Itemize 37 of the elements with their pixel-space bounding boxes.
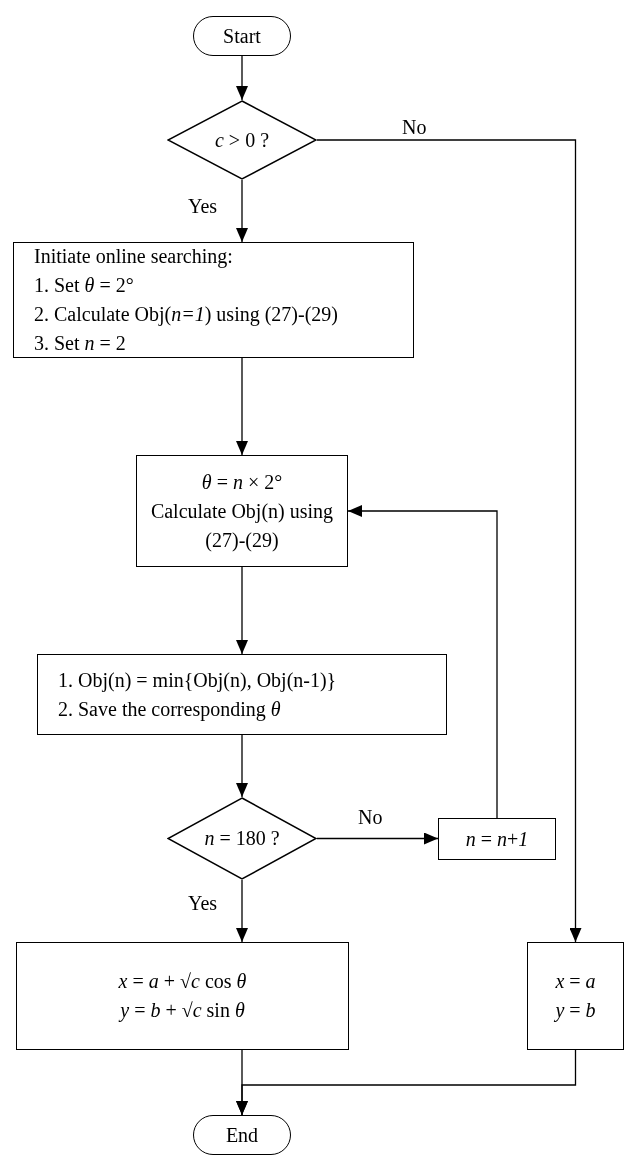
arrow [316, 832, 439, 845]
process-box [136, 455, 348, 567]
step-text: y = b [555, 998, 596, 1024]
process-box [438, 818, 556, 860]
arrow [236, 734, 248, 798]
process-box [16, 942, 349, 1050]
arrow [236, 1049, 577, 1116]
process-box [13, 242, 414, 358]
step-text: 2. Save the corresponding θ [58, 696, 281, 723]
step-text: End [225, 1122, 259, 1148]
step-text: x = a + √c cos θ [118, 969, 247, 994]
arrow [236, 179, 248, 243]
decision-diamond [167, 100, 317, 180]
arrow [347, 505, 498, 819]
arrow [236, 357, 248, 456]
condition-text: n = 180 ? [204, 826, 280, 851]
step-text: 3. Set n = 2 [34, 331, 126, 356]
arrow [236, 55, 248, 101]
decision-diamond [167, 797, 317, 880]
step-text: n = n+1 [465, 826, 529, 852]
step-text: 1. Obj(n) = min{Obj(n), Obj(n-1)} [58, 667, 337, 694]
arrow [316, 139, 582, 943]
step-text: Start [223, 23, 261, 49]
arrow [236, 879, 248, 943]
process-box [37, 654, 447, 735]
process-box [527, 942, 624, 1050]
step-text: 1. Set θ = 2° [34, 273, 134, 298]
step-text: θ = n × 2° [201, 469, 283, 495]
step-text: Calculate Obj(n) using (27)-(29) [149, 498, 335, 553]
arrow [236, 566, 248, 655]
step-text: x = a [555, 969, 596, 994]
step-text: Initiate online searching: [34, 244, 233, 270]
terminal-box [193, 1115, 291, 1155]
step-text: y = b + √c sin θ [120, 998, 245, 1024]
terminal-box [193, 16, 291, 56]
step-text: 2. Calculate Obj(n=1) using (27)-(29) [34, 302, 338, 328]
condition-text: c > 0 ? [214, 127, 269, 153]
